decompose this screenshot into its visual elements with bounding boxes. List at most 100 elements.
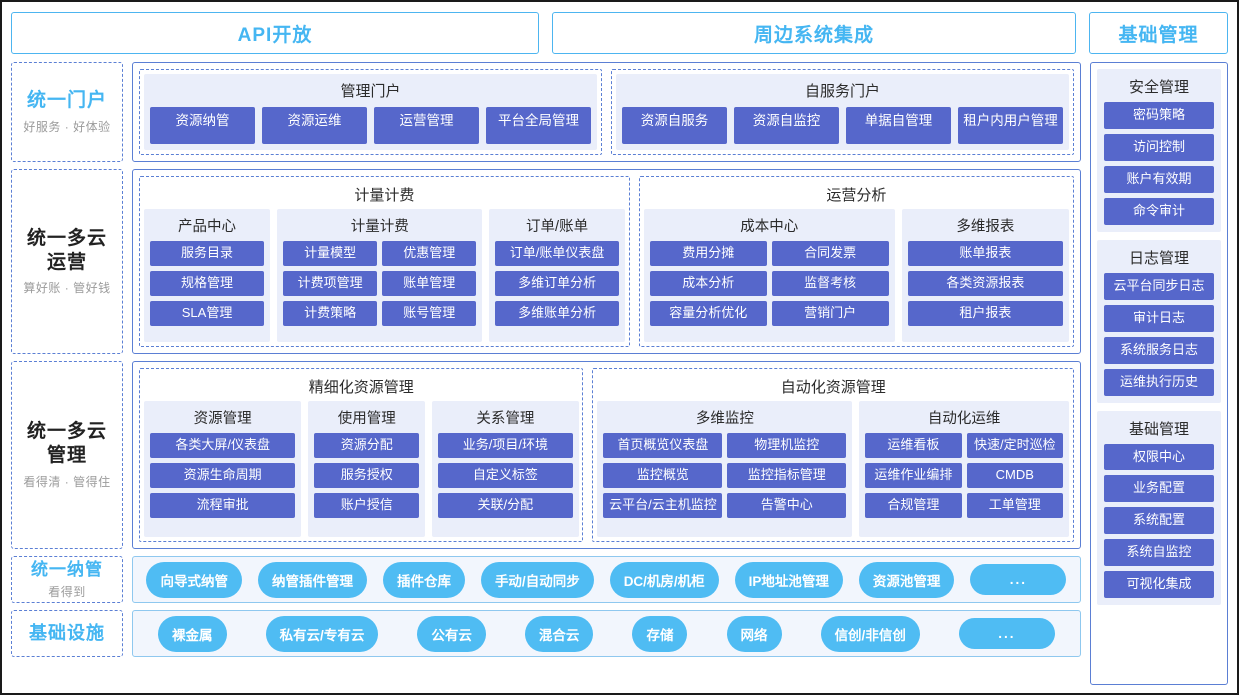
rgroup-security-management: 安全管理 密码策略 访问控制 账户有效期 命令审计 (1097, 69, 1221, 232)
infrastructure-pill-more[interactable]: ... (958, 618, 1055, 649)
layer-title: 统一多云 运营 (26, 227, 107, 273)
module-chip[interactable]: 系统自监控 (1104, 539, 1214, 567)
module-chip[interactable]: 首页概览仪表盘 (603, 433, 723, 458)
module-chip[interactable]: 可视化集成 (1104, 571, 1214, 599)
subblock-items: 各类大屏/仪表盘 资源生命周期 流程审批 (150, 433, 296, 531)
module-chip[interactable]: 成本分析 (649, 270, 767, 296)
module-chip[interactable]: 运营管理 (374, 107, 479, 144)
module-chip[interactable]: 租户内用户管理 (958, 107, 1063, 144)
infrastructure-pill[interactable]: 存储 (632, 615, 688, 652)
module-chip[interactable]: 各类大屏/仪表盘 (150, 433, 296, 458)
subblock-multidim-monitoring: 多维监控 首页概览仪表盘 物理机监控 监控概览 监控指标管理 云平台/云主机监控… (597, 401, 853, 537)
module-chip[interactable]: 费用分摊 (649, 241, 767, 266)
module-chip[interactable]: 账单报表 (907, 241, 1063, 266)
capability-pill[interactable]: 插件仓库 (382, 561, 465, 598)
module-chip[interactable]: 云平台/云主机监控 (603, 492, 723, 518)
module-chip[interactable]: 访问控制 (1104, 133, 1214, 161)
module-chip[interactable]: 快速/定时巡检 (966, 433, 1063, 458)
module-chip[interactable]: 流程审批 (150, 492, 296, 518)
right-sidebar: 安全管理 密码策略 访问控制 账户有效期 命令审计 日志管理 云平台同步日志 审… (1090, 62, 1228, 685)
module-chip[interactable]: 告警中心 (727, 492, 847, 518)
module-chip[interactable]: 优惠管理 (382, 241, 477, 266)
module-chip[interactable]: 资源分配 (314, 433, 420, 458)
module-chip[interactable]: 业务/项目/环境 (438, 433, 573, 458)
tab-peripheral-integration[interactable]: 周边系统集成 (552, 12, 1076, 54)
module-chip[interactable]: 运维执行历史 (1104, 368, 1214, 396)
module-chip[interactable]: 账户有效期 (1104, 165, 1214, 193)
module-chip[interactable]: 容量分析优化 (649, 300, 767, 326)
module-chip[interactable]: 物理机监控 (727, 433, 847, 458)
layer-multicloud-management: 统一多云 管理 看得清 · 管得住 精细化资源管理 资源管理 各类大屏/仪表盘 … (11, 361, 1081, 549)
subblock-title: 订单/账单 (526, 219, 589, 235)
module-chip[interactable]: CMDB (966, 462, 1063, 488)
module-chip[interactable]: 规格管理 (150, 270, 265, 296)
module-chip[interactable]: 多维订单分析 (495, 270, 619, 296)
module-chip[interactable]: 系统服务日志 (1104, 336, 1214, 364)
module-chip[interactable]: 合规管理 (865, 492, 962, 518)
module-chip[interactable]: 营销门户 (771, 300, 889, 326)
subblock-title: 产品中心 (178, 219, 237, 235)
module-chip[interactable]: 平台全局管理 (486, 107, 591, 144)
module-chip[interactable]: 账户授信 (314, 492, 420, 518)
subblock-title: 管理门户 (340, 83, 401, 100)
module-chip[interactable]: SLA管理 (150, 300, 265, 326)
tab-api-open[interactable]: API开放 (11, 12, 539, 54)
subblock-items: 首页概览仪表盘 物理机监控 监控概览 监控指标管理 云平台/云主机监控 告警中心 (603, 433, 847, 531)
tab-basic-management[interactable]: 基础管理 (1089, 12, 1228, 54)
module-chip[interactable]: 资源生命周期 (150, 462, 296, 488)
module-chip[interactable]: 订单/账单仪表盘 (495, 241, 619, 266)
module-chip[interactable]: 多维账单分析 (495, 300, 619, 326)
module-chip[interactable]: 云平台同步日志 (1104, 272, 1214, 300)
module-chip[interactable]: 合同发票 (771, 241, 889, 266)
module-chip[interactable]: 工单管理 (966, 492, 1063, 518)
capability-pill[interactable]: 向导式纳管 (146, 561, 242, 598)
module-chip[interactable]: 计费项管理 (283, 270, 378, 296)
capability-pill[interactable]: DC/机房/机柜 (609, 561, 719, 598)
module-chip[interactable]: 密码策略 (1104, 102, 1214, 129)
infrastructure-pill[interactable]: 信创/非信创 (820, 615, 920, 652)
module-chip[interactable]: 资源运维 (262, 107, 367, 144)
group-self-service-portal: 自服务门户 资源自服务 资源自监控 单据自管理 租户内用户管理 (611, 69, 1074, 155)
module-chip[interactable]: 资源自监控 (734, 107, 839, 144)
module-chip[interactable]: 权限中心 (1104, 443, 1214, 471)
module-chip[interactable]: 关联/分配 (438, 492, 573, 518)
module-chip[interactable]: 计量模型 (283, 241, 378, 266)
group-title: 自动化资源管理 (780, 379, 886, 396)
infrastructure-pill[interactable]: 网络 (726, 615, 782, 652)
module-chip[interactable]: 账单管理 (382, 270, 477, 296)
infrastructure-pill[interactable]: 公有云 (417, 615, 486, 652)
capability-pill[interactable]: 纳管插件管理 (257, 561, 367, 598)
module-chip[interactable]: 资源纳管 (150, 107, 255, 144)
module-chip[interactable]: 监控指标管理 (727, 462, 847, 488)
capability-pill[interactable]: 手动/自动同步 (480, 561, 594, 598)
group-automated-resource-management: 自动化资源管理 多维监控 首页概览仪表盘 物理机监控 监控概览 监控指标管理 云… (592, 368, 1074, 542)
module-chip[interactable]: 账号管理 (382, 300, 477, 326)
group-title: 精细化资源管理 (308, 379, 414, 396)
module-chip[interactable]: 自定义标签 (438, 462, 573, 488)
module-chip[interactable]: 业务配置 (1104, 475, 1214, 503)
layer-caption-infrastructure: 基础设施 (11, 610, 123, 657)
module-chip[interactable]: 运维作业编排 (865, 462, 962, 488)
module-chip[interactable]: 租户报表 (907, 300, 1063, 326)
infrastructure-pill[interactable]: 混合云 (524, 615, 594, 652)
capability-pill[interactable]: IP地址池管理 (734, 561, 843, 598)
subblock-cost-center: 成本中心 费用分摊 合同发票 成本分析 监督考核 容量分析优化 营销门户 (643, 209, 895, 342)
module-chip[interactable]: 系统配置 (1104, 507, 1214, 535)
module-chip[interactable]: 审计日志 (1104, 304, 1214, 332)
module-chip[interactable]: 资源自服务 (622, 107, 727, 144)
module-chip[interactable]: 单据自管理 (846, 107, 951, 144)
module-chip[interactable]: 各类资源报表 (907, 270, 1063, 296)
module-chip[interactable]: 服务目录 (150, 241, 265, 266)
capability-pill[interactable]: 资源池管理 (858, 561, 955, 598)
module-chip[interactable]: 服务授权 (314, 462, 420, 488)
module-chip[interactable]: 监控概览 (603, 462, 723, 488)
module-chip[interactable]: 监督考核 (771, 270, 889, 296)
rgroup-title: 安全管理 (1128, 79, 1189, 96)
rgroup-basic-management: 基础管理 权限中心 业务配置 系统配置 系统自监控 可视化集成 (1097, 410, 1221, 606)
infrastructure-pill[interactable]: 裸金属 (158, 615, 227, 652)
capability-pill-more[interactable]: ... (970, 564, 1067, 595)
module-chip[interactable]: 计费策略 (283, 300, 378, 326)
infrastructure-pill[interactable]: 私有云/专有云 (265, 615, 379, 652)
module-chip[interactable]: 运维看板 (865, 433, 962, 458)
module-chip[interactable]: 命令审计 (1104, 197, 1214, 225)
